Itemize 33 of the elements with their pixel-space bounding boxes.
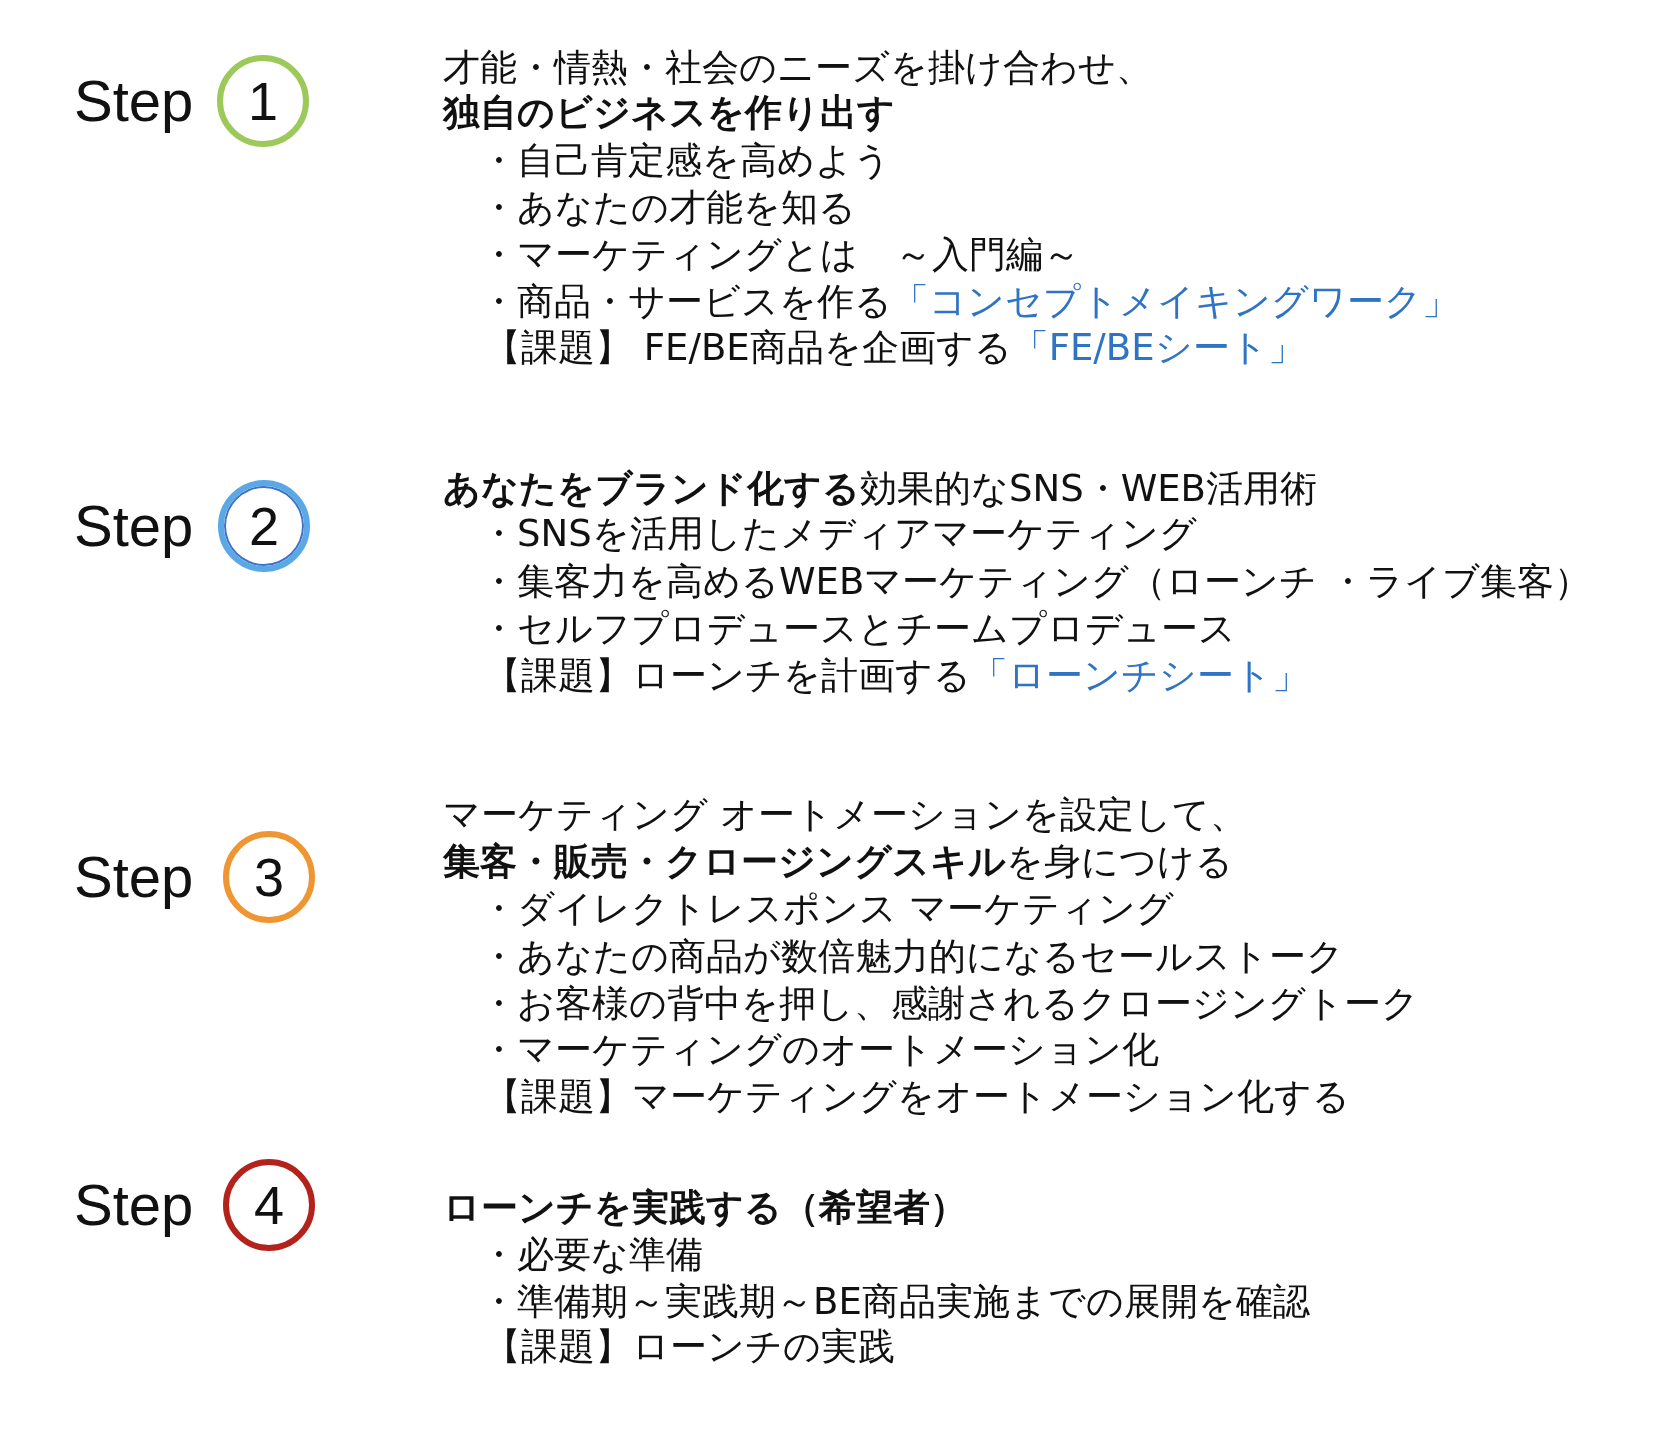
list-item: ・商品・サービスを作る xyxy=(480,280,892,323)
step-number-circle: 3 xyxy=(223,831,315,923)
list-item: ・必要な準備 xyxy=(480,1233,703,1276)
step-number-circle: 1 xyxy=(217,55,309,147)
list-item: ・あなたの商品が数倍魅力的になるセールストーク xyxy=(480,935,1344,978)
worksheet-link: 「ローンチシート」 xyxy=(971,654,1309,697)
list-item: ・自己肯定感を高めよう xyxy=(480,139,891,182)
worksheet-link: 「FE/BEシート」 xyxy=(1011,326,1305,369)
list-item: ・セルフプロデュースとチームプロデュース xyxy=(480,607,1236,650)
step-label: Step xyxy=(74,493,194,559)
list-item: ・マーケティングのオートメーション化 xyxy=(480,1028,1159,1071)
assignment-text: 【課題】ローンチを計画する xyxy=(484,654,971,697)
heading-text: 独自のビジネスを作り出す xyxy=(443,91,895,134)
list-item: ・集客力を高めるWEBマーケティング（ローンチ ・ライブ集客） xyxy=(480,560,1592,603)
heading-text: マーケティング オートメーションを設定して、 xyxy=(443,793,1247,836)
assignment-text: 【課題】 FE/BE商品を企画する xyxy=(484,326,1012,369)
worksheet-link: 「コンセプトメイキングワーク」 xyxy=(892,280,1459,323)
list-item: ・準備期～実践期～BE商品実施までの展開を確認 xyxy=(480,1280,1310,1323)
list-item: ・ダイレクトレスポンス マーケティング xyxy=(480,887,1174,930)
assignment-text: 【課題】ローンチの実践 xyxy=(484,1325,895,1368)
list-item: ・お客様の背中を押し、感謝されるクロージングトーク xyxy=(480,982,1419,1025)
list-item: ・あなたの才能を知る xyxy=(480,186,856,229)
heading-text: 才能・情熱・社会のニーズを掛け合わせ、 xyxy=(443,46,1153,89)
step-number-circle: 2 xyxy=(218,480,310,572)
step-number-circle: 4 xyxy=(223,1159,315,1251)
heading-text: 集客・販売・クロージングスキルを身につける xyxy=(443,840,1233,883)
assignment-text: 【課題】マーケティングをオートメーション化する xyxy=(484,1075,1350,1118)
step-label: Step xyxy=(74,844,194,910)
list-item: ・SNSを活用したメディアマーケティング xyxy=(480,512,1197,555)
step-label: Step xyxy=(74,1172,194,1238)
list-item: ・マーケティングとは ～入門編～ xyxy=(480,233,1080,276)
step-label: Step xyxy=(74,68,194,134)
heading-text: ローンチを実践する（希望者） xyxy=(443,1186,967,1229)
